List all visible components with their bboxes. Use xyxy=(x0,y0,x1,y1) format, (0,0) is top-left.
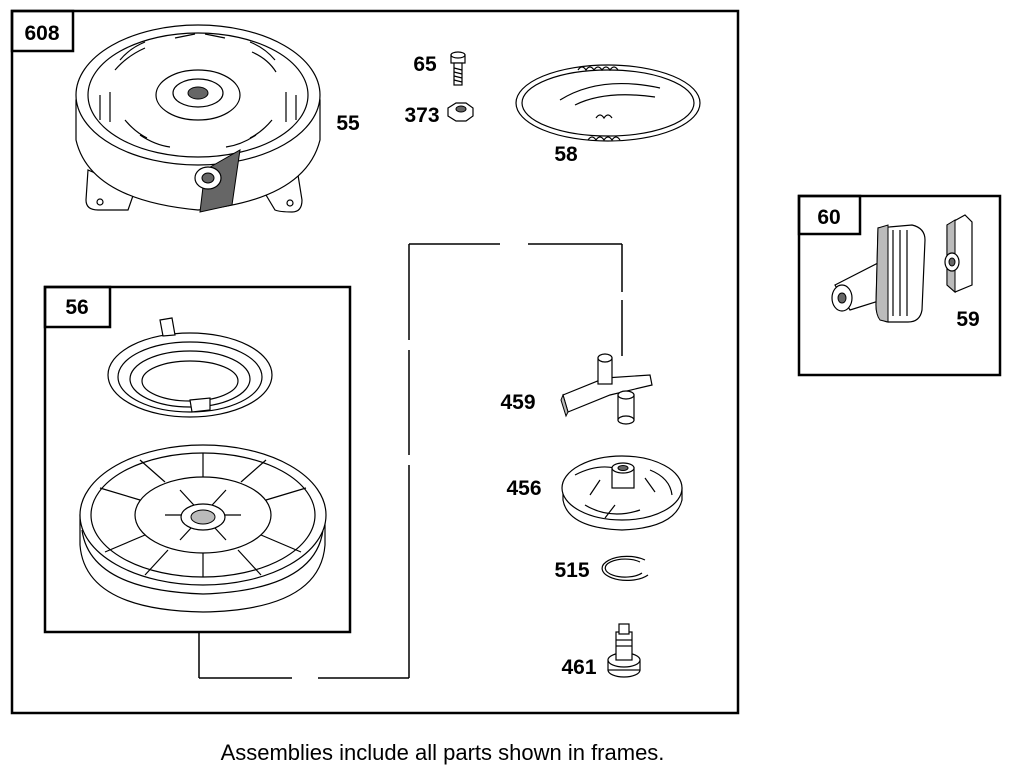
frame-tag-56: 56 xyxy=(65,296,88,319)
assembly-frame-56 xyxy=(43,285,352,634)
assembly-frame-608 xyxy=(10,9,740,715)
callout-58: 58 xyxy=(554,143,578,166)
bolt-illustration xyxy=(450,51,466,86)
callout-65: 65 xyxy=(413,53,437,76)
recoil-spring-illustration xyxy=(107,317,273,418)
callout-459: 459 xyxy=(500,391,535,414)
callout-59: 59 xyxy=(956,308,979,331)
frame-tag-608: 608 xyxy=(24,22,59,45)
starter-housing-illustration xyxy=(75,24,321,213)
frame-tag-box-56 xyxy=(43,285,112,329)
center-screw-illustration xyxy=(607,623,641,678)
starter-pulley-illustration xyxy=(79,444,327,613)
diagram-caption: Assemblies include all parts shown in fr… xyxy=(220,740,665,765)
retaining-ring-illustration xyxy=(601,555,649,581)
callout-515: 515 xyxy=(554,559,589,582)
nut-illustration xyxy=(447,102,474,122)
rope-insert-illustration xyxy=(944,214,973,294)
assembly-frame-60 xyxy=(797,194,1002,377)
pawl-illustration xyxy=(560,353,653,425)
callout-456: 456 xyxy=(506,477,541,500)
assembly-leader-line xyxy=(198,243,623,679)
callout-55: 55 xyxy=(336,112,360,135)
frame-tag-60: 60 xyxy=(817,206,840,229)
callout-373: 373 xyxy=(404,104,439,127)
callout-461: 461 xyxy=(561,656,596,679)
starter-handle-illustration xyxy=(831,224,926,323)
frame-tag-box-608 xyxy=(10,9,75,53)
ratchet-illustration xyxy=(561,455,683,531)
frame-tag-box-60 xyxy=(797,194,862,236)
starter-rope-illustration xyxy=(515,64,701,142)
